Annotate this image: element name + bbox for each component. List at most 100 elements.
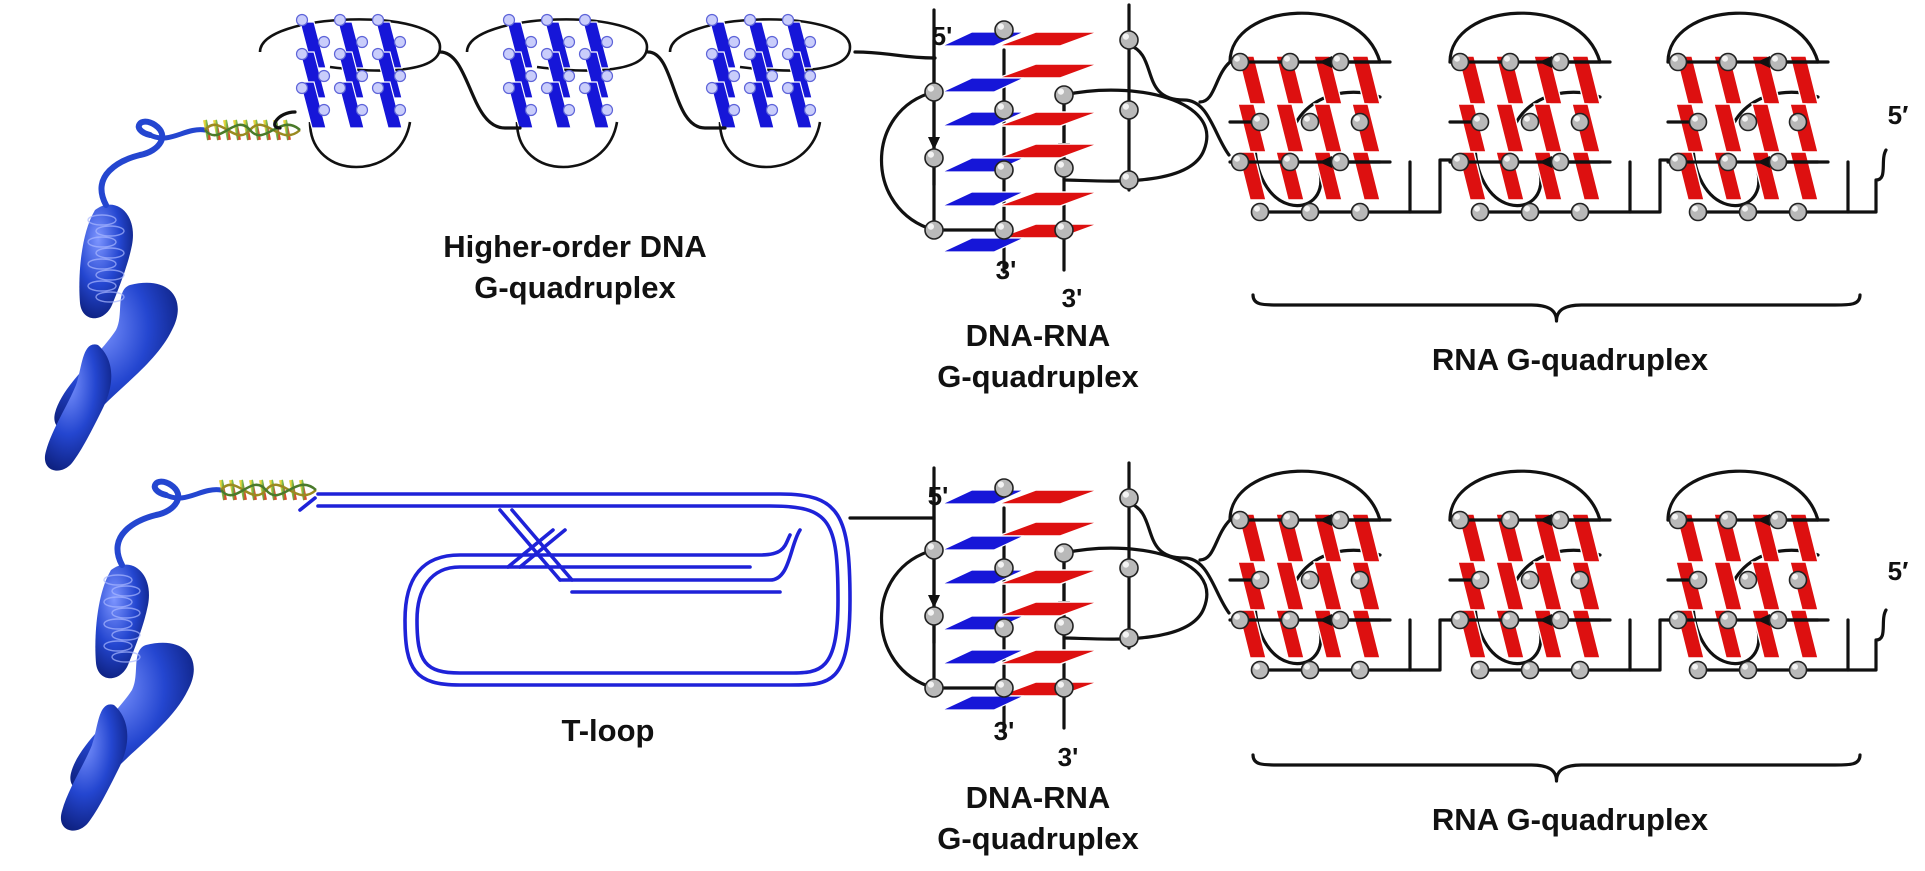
dna-guanine-bead xyxy=(502,47,516,61)
bead-body xyxy=(1668,510,1688,530)
dna-rna-label-bottom-line1: DNA-RNA xyxy=(966,780,1111,815)
nucleotide-bead xyxy=(1470,112,1490,132)
bead-body xyxy=(1768,610,1788,630)
rna-quad-label-top: RNA G-quadruplex xyxy=(1432,342,1709,377)
bead-highlight xyxy=(1672,513,1678,520)
loop xyxy=(308,121,412,169)
bead-body xyxy=(924,148,944,168)
bead-highlight xyxy=(997,561,1004,568)
rna-tetrad-plate xyxy=(1275,561,1305,611)
rna-tetrad-plate xyxy=(997,191,1099,207)
bead-highlight xyxy=(1057,619,1064,626)
bead-body xyxy=(1054,678,1074,698)
bead-body xyxy=(1300,202,1320,222)
chromatin-loop xyxy=(111,651,141,663)
bead-body xyxy=(1550,610,1570,630)
nucleotide-bead xyxy=(1250,660,1270,680)
bead-body xyxy=(924,606,944,626)
rna-tetrad-plate xyxy=(997,63,1099,79)
bead-highlight xyxy=(1334,613,1340,620)
helix-base-pair xyxy=(203,119,211,141)
rna-connector xyxy=(1628,158,1670,214)
rna-tetrad-plate xyxy=(997,489,1099,505)
nucleotide-bead xyxy=(994,100,1014,120)
bead-highlight xyxy=(1057,161,1064,168)
rna-tetrad-plate xyxy=(1713,561,1743,611)
bead-highlight xyxy=(1672,613,1678,620)
three-prime-bottom-rna: 3' xyxy=(1058,742,1079,772)
bead-highlight xyxy=(1284,155,1290,162)
dna-tetrad-plate xyxy=(299,81,327,129)
dna-guanine-bead xyxy=(765,69,779,83)
rna-tetrad-plate xyxy=(1789,151,1819,201)
dna-guanine-bead xyxy=(540,81,554,95)
dna-guanine-bead xyxy=(371,13,385,27)
bead-body xyxy=(1470,570,1490,590)
bead-highlight xyxy=(927,609,934,616)
bead-body xyxy=(1668,152,1688,172)
dna-tetrad-plate xyxy=(375,81,403,129)
helix-base-pair xyxy=(283,119,291,141)
bead-highlight xyxy=(1122,491,1129,498)
dna-rna-g-quadruplex-top xyxy=(879,3,1231,274)
dna-guanine-bead xyxy=(540,13,554,27)
chromatin-loop xyxy=(95,269,125,281)
bead-highlight xyxy=(997,23,1004,30)
rna-5prime-tail xyxy=(1846,608,1888,672)
helix-strand xyxy=(204,123,301,137)
dna-g-quadruplex-unit xyxy=(668,13,852,169)
five-prime-top-left: 5' xyxy=(932,21,953,51)
rna-tetrad-plate xyxy=(1571,55,1601,105)
bead-body xyxy=(1788,202,1808,222)
bead-highlight xyxy=(1692,573,1698,580)
nucleotide-bead xyxy=(1350,570,1370,590)
bead-highlight xyxy=(1792,115,1798,122)
nucleotide-bead xyxy=(1718,52,1738,72)
chromatin-loop xyxy=(87,236,117,248)
bead-body xyxy=(1054,158,1074,178)
bead-highlight xyxy=(1474,115,1480,122)
rna-loop xyxy=(1228,469,1382,522)
loop xyxy=(718,121,822,169)
rna-loop xyxy=(1448,11,1602,64)
bead-highlight xyxy=(1254,205,1260,212)
bead-highlight xyxy=(927,151,934,158)
nucleotide-bead xyxy=(1718,610,1738,630)
nucleotide-bead xyxy=(1450,52,1470,72)
tloop-crossover xyxy=(510,508,574,582)
rna-tetrad-plate xyxy=(1571,609,1601,659)
nucleotide-bead xyxy=(1500,610,1520,630)
rna-tetrad-plate xyxy=(1351,609,1381,659)
dna-tetrad-plate xyxy=(747,81,775,129)
bead-highlight xyxy=(1504,55,1510,62)
bead-highlight xyxy=(1672,55,1678,62)
dna-guanine-bead xyxy=(317,35,331,49)
bead-highlight xyxy=(1454,613,1460,620)
bead-highlight xyxy=(1354,573,1360,580)
bead-highlight xyxy=(1334,55,1340,62)
dna-guanine-bead xyxy=(371,81,385,95)
nucleotide-bead xyxy=(1688,570,1708,590)
bead-body xyxy=(1768,510,1788,530)
chromatin-loop xyxy=(87,280,117,292)
bead-highlight xyxy=(927,223,934,230)
bead-body xyxy=(1470,202,1490,222)
rna-5prime-tail xyxy=(1846,148,1888,214)
bead-highlight xyxy=(1254,115,1260,122)
rna-tetrad-plate xyxy=(1533,103,1563,153)
dna-g-quadruplex-unit xyxy=(258,13,442,169)
three-prime-top-rna: 3' xyxy=(1062,283,1083,313)
nucleotide-bead xyxy=(924,148,944,168)
dna-guanine-bead xyxy=(355,103,369,117)
bead-highlight xyxy=(1524,205,1530,212)
nucleotide-bead xyxy=(1550,510,1570,530)
dna-guanine-bead xyxy=(371,47,385,61)
tloop-crossover xyxy=(506,528,555,569)
chromatin-loop xyxy=(95,225,125,237)
bead-highlight xyxy=(1122,103,1129,110)
dna-guanine-bead xyxy=(562,35,576,49)
nucleotide-bead xyxy=(1570,660,1590,680)
bead-body xyxy=(1500,52,1520,72)
nucleotide-bead xyxy=(1330,152,1350,172)
nucleotide-bead xyxy=(1738,570,1758,590)
